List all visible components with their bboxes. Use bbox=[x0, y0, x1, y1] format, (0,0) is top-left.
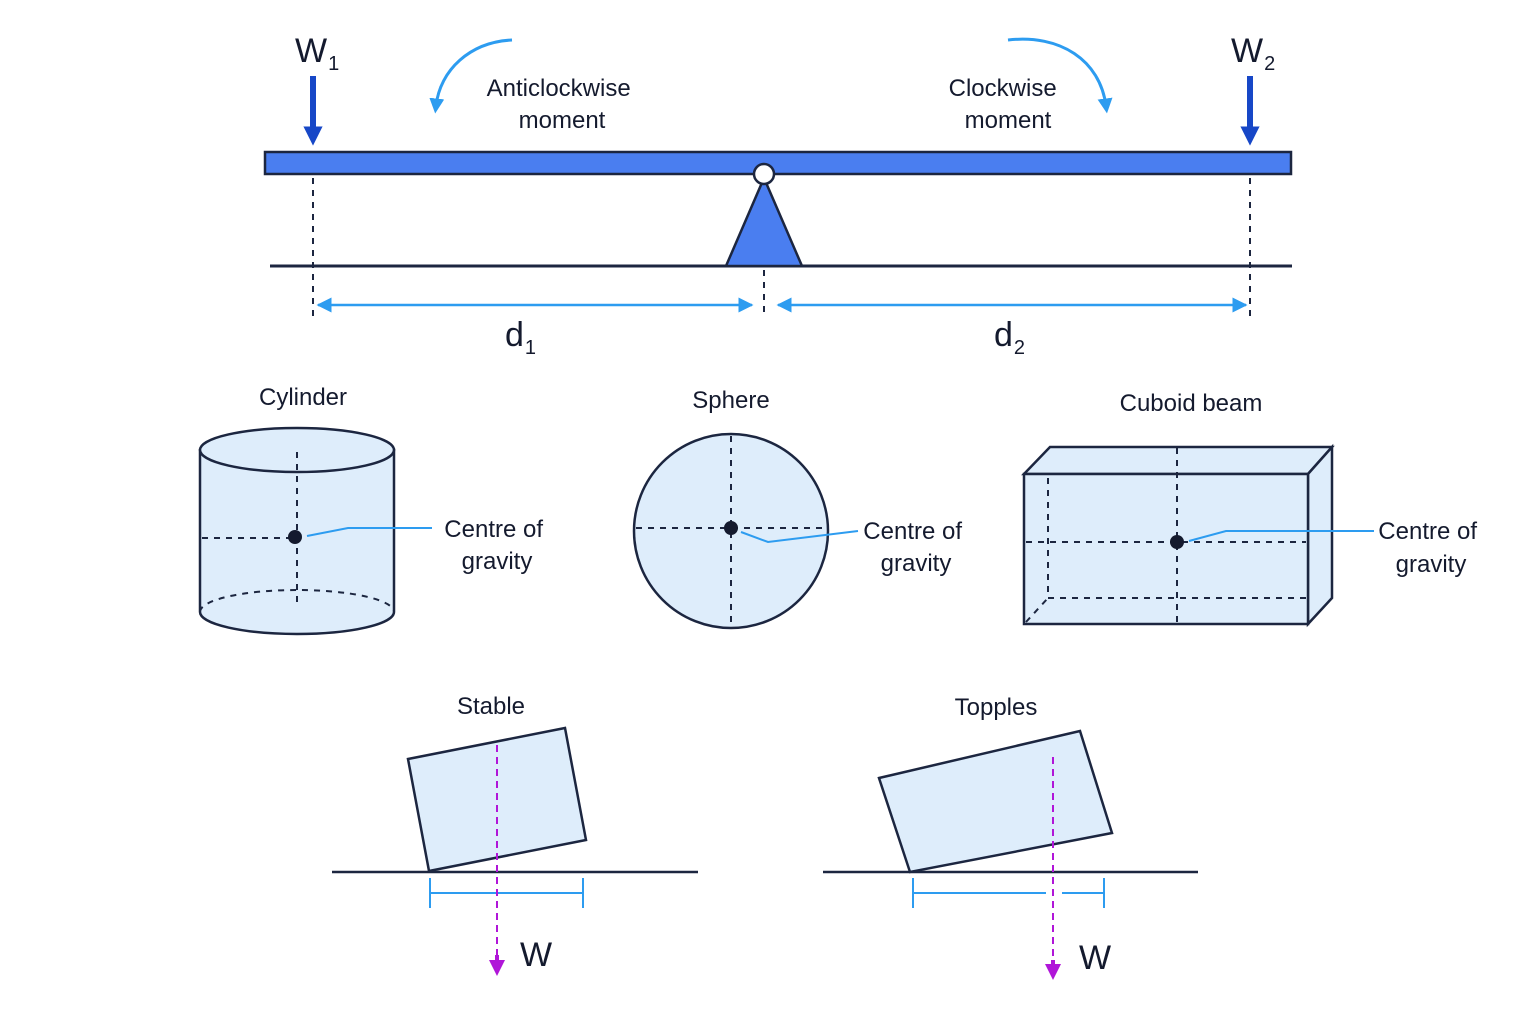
pivot-pin bbox=[752, 162, 776, 186]
lever-beam bbox=[263, 150, 1293, 176]
fulcrum bbox=[724, 174, 804, 268]
cuboid-cg-leader bbox=[1188, 530, 1374, 542]
topples-title: Topples bbox=[955, 694, 1038, 721]
cuboid-cg-label: Centre of gravity bbox=[1378, 518, 1483, 578]
topples-block bbox=[877, 729, 1114, 874]
clockwise-moment-label: Clockwise moment bbox=[949, 75, 1064, 134]
sphere-cg-label: Centre of gravity bbox=[863, 518, 968, 577]
anticlockwise-moment-arrow bbox=[429, 38, 513, 114]
cuboid-diagram: Cuboid beam Centre of gravity bbox=[1021, 390, 1483, 628]
w2-label: W2 bbox=[1231, 32, 1275, 75]
w1-label: W1 bbox=[295, 32, 339, 75]
anticlockwise-moment-label: Anticlockwise moment bbox=[487, 75, 638, 134]
sphere-title: Sphere bbox=[692, 387, 769, 414]
cylinder-cg-leader bbox=[306, 527, 432, 537]
cylinder-diagram: Cylinder Centre of gravity bbox=[198, 384, 549, 636]
cylinder-bottom-hidden-edge bbox=[199, 589, 395, 613]
d2-label: d2 bbox=[994, 316, 1025, 359]
cuboid-title: Cuboid beam bbox=[1120, 390, 1263, 417]
sphere-cg-leader bbox=[740, 530, 859, 544]
cylinder-centre-of-gravity bbox=[288, 530, 302, 544]
stable-weight-label: W bbox=[520, 936, 552, 974]
topples-diagram: Topples W bbox=[823, 694, 1198, 980]
clockwise-moment-arrow bbox=[1007, 37, 1113, 114]
cuboid-front-face bbox=[1022, 472, 1310, 626]
stable-diagram: Stable W bbox=[332, 693, 698, 976]
cylinder-title: Cylinder bbox=[259, 384, 347, 411]
cuboid-centre-of-gravity bbox=[1170, 535, 1184, 549]
lever-diagram: W1 W2 Anticlockwise moment Clockwise mom… bbox=[263, 32, 1293, 359]
sphere-centre-of-gravity bbox=[724, 521, 738, 535]
stable-title: Stable bbox=[457, 693, 525, 720]
cylinder-cg-label: Centre of gravity bbox=[444, 516, 549, 575]
cuboid-hidden-edge-corner bbox=[1025, 597, 1049, 623]
topples-weight-label: W bbox=[1079, 939, 1111, 977]
cuboid-side-face bbox=[1306, 443, 1334, 628]
cylinder-top bbox=[198, 426, 396, 474]
d1-label: d1 bbox=[505, 316, 536, 359]
sphere-diagram: Sphere Centre of gravity bbox=[632, 387, 968, 630]
